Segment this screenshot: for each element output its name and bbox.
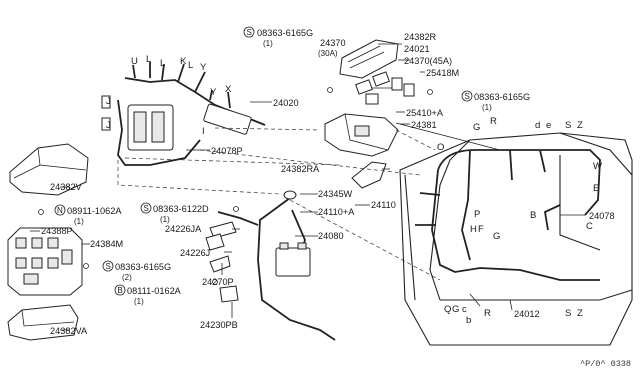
label-24384M: 24384M	[90, 239, 123, 249]
fusible-link-24370	[355, 71, 415, 105]
callout-c4-prefix: S	[106, 262, 111, 271]
letter-I: I	[202, 126, 205, 137]
letter-Z-bot: Z	[577, 308, 583, 319]
letter-H: H	[470, 224, 477, 235]
letter-R-top: R	[490, 116, 497, 127]
label-24382R: 24382R	[404, 32, 437, 42]
label-24230PB: 24230PB	[200, 320, 238, 330]
label-25410A: 25410+A	[406, 108, 444, 118]
letter-C: C	[586, 221, 593, 232]
label-24381: 24381	[411, 120, 437, 130]
letter-K: K	[180, 56, 187, 67]
letter-Y2: Y	[210, 87, 217, 98]
letter-R-bot: R	[484, 308, 491, 319]
letter-X: X	[225, 84, 232, 95]
callout-c3-prefix: S	[144, 204, 149, 213]
label-25418M: 25418M	[426, 68, 459, 78]
callout-c1-sub: (1)	[263, 39, 273, 48]
engine-harness-24020	[101, 62, 266, 166]
letter-E: E	[593, 183, 599, 194]
letter-F: F	[478, 224, 484, 235]
letter-Z-top: Z	[577, 120, 583, 131]
battery-cable-24080	[217, 190, 336, 341]
letter-B: B	[530, 210, 536, 221]
label-24270P: 24270P	[202, 277, 234, 287]
label-24370-45A: 24370(45A)	[404, 56, 452, 66]
callout-c6-sub: (1)	[482, 103, 492, 112]
label-24110: 24110	[371, 200, 396, 210]
letter-J1: J	[106, 96, 111, 107]
letter-O: O	[437, 142, 444, 153]
letter-b: b	[466, 315, 471, 326]
letter-Q: Q	[444, 304, 451, 315]
label-24020: 24020	[273, 98, 299, 108]
relay-box-24382R	[339, 39, 399, 79]
callout-c3: S 08363-6122D (1)	[140, 202, 209, 224]
letter-L2: L	[160, 58, 165, 69]
label-30A: (30A)	[318, 49, 338, 58]
catalog-code: ^P/0^ 0338	[580, 359, 631, 369]
callout-c5: B 08111-0162A (1)	[114, 284, 182, 306]
label-24110A: 24110+A	[318, 207, 355, 217]
fuse-block-24384M	[7, 227, 83, 296]
letter-c: c	[462, 304, 467, 315]
label-24226J: 24226J	[180, 248, 210, 258]
label-24080: 24080	[318, 231, 344, 241]
letter-e: e	[546, 120, 551, 131]
callout-c4: S 08363-6165G (2)	[102, 260, 171, 282]
letter-G-mid: G	[493, 231, 500, 242]
callout-c5-text: 08111-0162A	[127, 286, 182, 296]
fuse-box-cover-24382V	[9, 143, 89, 196]
callout-c5-prefix: B	[118, 286, 123, 295]
letter-L3: L	[188, 60, 193, 71]
label-24021: 24021	[404, 44, 430, 54]
connector-letters: U L L K L Y Y X I J J G R d e S Z O W E …	[106, 54, 602, 326]
part-labels: 24382R 24370 (30A) 24021 24370(45A) 2541…	[41, 32, 615, 336]
callout-c3-sub: (1)	[160, 215, 170, 224]
label-24388P: 24388P	[41, 226, 73, 236]
callout-c6-text: 08363-6165G	[474, 92, 530, 102]
letter-G-top: G	[473, 122, 480, 133]
callout-c2: N 08911-1062A (1)	[54, 204, 122, 226]
lower-cover-24382VA	[7, 304, 79, 341]
bracket-24382RA	[351, 161, 387, 189]
callout-c2-text: 08911-1062A	[67, 206, 122, 216]
callout-c1-prefix: S	[247, 28, 252, 37]
label-24078P: 24078P	[211, 146, 243, 156]
letter-G-bot: G	[452, 304, 459, 315]
letter-J2: J	[106, 120, 111, 131]
callout-c3-text: 08363-6122D	[153, 204, 209, 214]
label-24078: 24078	[589, 211, 615, 221]
letter-Y1: Y	[200, 62, 207, 73]
main-harness-24012	[415, 149, 601, 281]
callout-c6: S 08363-6165G (1)	[461, 90, 530, 112]
label-24382V: 24382V	[50, 182, 83, 192]
label-24382RA: 24382RA	[281, 164, 320, 174]
callout-c2-prefix: N	[57, 206, 63, 215]
callout-c5-sub: (1)	[134, 297, 144, 306]
callout-c1-text: 08363-6165G	[257, 28, 313, 38]
label-24345W: 24345W	[318, 189, 353, 199]
label-24370: 24370	[320, 38, 346, 48]
callout-c2-sub: (1)	[74, 217, 84, 226]
letter-U: U	[131, 56, 138, 67]
letter-W: W	[593, 161, 602, 172]
bracket-24381	[324, 113, 399, 157]
label-24382VA: 24382VA	[50, 326, 88, 336]
leader-lines	[30, 43, 585, 331]
label-24012: 24012	[514, 309, 540, 319]
callout-c4-text: 08363-6165G	[115, 262, 171, 272]
callout-c4-sub: (2)	[122, 273, 132, 282]
callout-c1: S 08363-6165G (1)	[243, 26, 313, 48]
callout-c6-prefix: S	[465, 92, 470, 101]
label-24226JA: 24226JA	[165, 224, 202, 234]
letter-L1: L	[146, 54, 151, 65]
clips-and-brackets	[38, 87, 433, 303]
letter-S-bot: S	[565, 308, 571, 319]
letter-P: P	[474, 209, 480, 220]
letter-d: d	[535, 120, 540, 131]
letter-S-top: S	[565, 120, 571, 131]
